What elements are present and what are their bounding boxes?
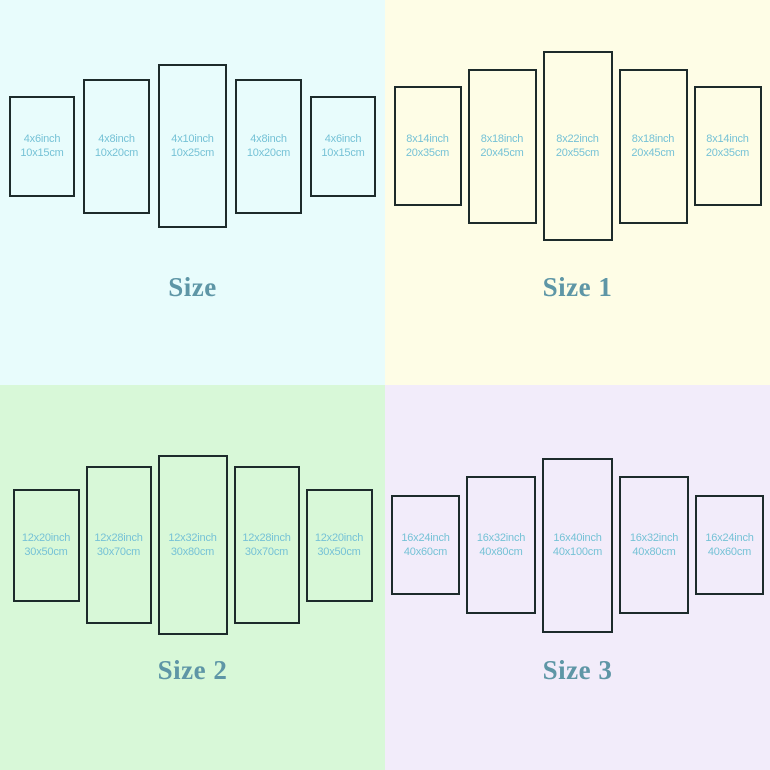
panel-inch-label: 4x6inch: [324, 132, 362, 145]
panel-inch-label: 8x18inch: [480, 132, 524, 145]
canvas-panel: 8x14inch 20x35cm: [693, 86, 762, 206]
panel-inch-label: 4x10inch: [171, 132, 214, 145]
canvas-panel: 16x24inch 40x60cm: [695, 495, 764, 595]
panel-cm-label: 10x25cm: [170, 147, 215, 159]
size-option-card-size-1[interactable]: 8x14inch 20x35cm 8x18inch 20x45cm 8x22in…: [385, 0, 770, 385]
panel-row: 12x20inch 30x50cm 12x28inch 30x70cm 12x3…: [0, 415, 385, 675]
panel-cm-label: 20x35cm: [405, 147, 450, 159]
panel-cm-label: 10x20cm: [246, 147, 291, 159]
panel-inch-label: 16x24inch: [401, 531, 450, 544]
panel-inch-label: 8x18inch: [631, 132, 675, 145]
canvas-panel: 8x14inch 20x35cm: [393, 86, 462, 206]
canvas-panel: 4x6inch 10x15cm: [310, 95, 376, 197]
panel-inch-label: 12x28inch: [242, 531, 291, 544]
panel-cm-label: 20x35cm: [705, 147, 750, 159]
panel-cm-label: 30x70cm: [244, 546, 289, 558]
panel-cm-label: 40x60cm: [707, 546, 752, 558]
panel-cm-label: 30x70cm: [96, 546, 141, 558]
panel-cm-label: 10x15cm: [20, 147, 64, 159]
panel-inch-label: 12x20inch: [314, 531, 364, 544]
size-option-title: Size 3: [542, 655, 613, 685]
panel-inch-label: 16x32inch: [629, 531, 679, 544]
canvas-panel: 12x20inch 30x50cm: [12, 488, 80, 602]
panel-row: 4x6inch 10x15cm 4x8inch 10x20cm 4x10inch…: [0, 0, 385, 296]
panel-cm-label: 40x80cm: [632, 546, 676, 558]
panel-inch-label: 12x28inch: [94, 531, 143, 544]
canvas-panel: 12x20inch 30x50cm: [305, 488, 373, 602]
panel-inch-label: 16x24inch: [705, 531, 754, 544]
panel-inch-label: 4x8inch: [250, 132, 287, 145]
canvas-panel: 4x8inch 10x20cm: [83, 78, 150, 214]
panel-inch-label: 12x32inch: [168, 531, 217, 544]
panel-cm-label: 30x50cm: [24, 546, 68, 558]
canvas-panel: 12x32inch 30x80cm: [157, 455, 228, 635]
canvas-panel: 16x32inch 40x80cm: [466, 476, 536, 614]
panel-cm-label: 20x45cm: [480, 147, 524, 159]
panel-inch-label: 4x8inch: [98, 132, 135, 145]
panel-inch-label: 8x14inch: [406, 132, 449, 145]
size-option-card-size-3[interactable]: 16x24inch 40x60cm 16x32inch 40x80cm 16x4…: [385, 385, 770, 770]
size-option-title: Size: [168, 272, 217, 302]
canvas-panel: 16x40inch 40x100cm: [542, 457, 613, 633]
panel-cm-label: 10x15cm: [321, 147, 365, 159]
panel-cm-label: 40x80cm: [479, 546, 523, 558]
panel-cm-label: 20x55cm: [555, 147, 600, 159]
panel-cm-label: 40x100cm: [552, 546, 603, 558]
panel-cm-label: 20x45cm: [631, 147, 675, 159]
size-option-title: Size 1: [542, 272, 613, 302]
canvas-panel: 8x18inch 20x45cm: [618, 68, 688, 224]
panel-inch-label: 4x6inch: [23, 132, 61, 145]
panel-cm-label: 40x60cm: [403, 546, 448, 558]
canvas-panel: 16x24inch 40x60cm: [391, 495, 460, 595]
canvas-panel: 16x32inch 40x80cm: [619, 476, 689, 614]
canvas-panel: 4x6inch 10x15cm: [9, 95, 75, 197]
panel-inch-label: 8x22inch: [556, 132, 599, 145]
size-option-title: Size 2: [157, 655, 228, 685]
panel-inch-label: 16x40inch: [553, 531, 602, 544]
canvas-panel: 4x8inch 10x20cm: [235, 78, 302, 214]
canvas-panel: 12x28inch 30x70cm: [85, 466, 152, 624]
panel-cm-label: 30x50cm: [317, 546, 361, 558]
size-option-card-size-2[interactable]: 12x20inch 30x50cm 12x28inch 30x70cm 12x3…: [0, 385, 385, 770]
panel-inch-label: 16x32inch: [476, 531, 526, 544]
panel-inch-label: 12x20inch: [21, 531, 71, 544]
panel-inch-label: 8x14inch: [706, 132, 749, 145]
canvas-panel: 8x18inch 20x45cm: [467, 68, 537, 224]
canvas-panel: 12x28inch 30x70cm: [233, 466, 300, 624]
panel-cm-label: 30x80cm: [170, 546, 215, 558]
panel-cm-label: 10x20cm: [94, 147, 139, 159]
canvas-panel: 4x10inch 10x25cm: [158, 64, 227, 228]
canvas-panel: 8x22inch 20x55cm: [542, 51, 613, 241]
panel-row: 16x24inch 40x60cm 16x32inch 40x80cm 16x4…: [385, 415, 770, 675]
size-option-card-size[interactable]: 4x6inch 10x15cm 4x8inch 10x20cm 4x10inch…: [0, 0, 385, 385]
panel-row: 8x14inch 20x35cm 8x18inch 20x45cm 8x22in…: [385, 0, 770, 296]
